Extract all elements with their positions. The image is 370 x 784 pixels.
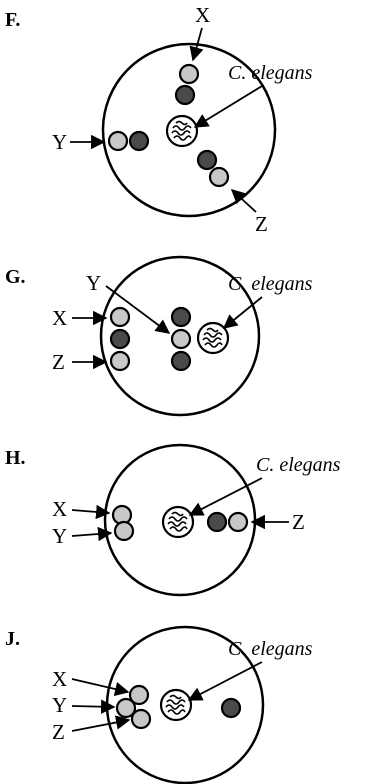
species-label: C. elegans	[256, 454, 341, 476]
c-elegans-spot	[159, 688, 193, 722]
panel-letter: H.	[5, 447, 26, 469]
dot-y-light	[113, 520, 135, 542]
arrow-z	[230, 189, 257, 213]
label-z: Z	[292, 510, 305, 534]
arrow-x	[189, 27, 204, 62]
label-x: X	[195, 3, 210, 27]
dot-z-light	[208, 166, 230, 188]
dot-z-light	[227, 511, 249, 533]
species-label: C. elegans	[228, 273, 313, 295]
dot-y-dark	[128, 130, 150, 152]
c-elegans-spot	[165, 114, 199, 148]
dot-dark	[109, 328, 131, 350]
label-y: Y	[52, 524, 67, 548]
dot-z-dark	[196, 149, 218, 171]
arrow-species	[222, 296, 263, 329]
panel-letter: G.	[5, 266, 26, 288]
dot-z-light	[109, 350, 131, 372]
arrow-z	[71, 715, 131, 732]
arrow-y	[71, 699, 116, 714]
label-z: Z	[255, 212, 268, 236]
species-label: C. elegans	[228, 638, 313, 660]
dot-x-light	[128, 684, 150, 706]
label-x: X	[52, 306, 67, 330]
arrow-y	[71, 526, 113, 542]
dot-z-dark	[206, 511, 228, 533]
label-x: X	[52, 497, 67, 521]
arrow-y	[105, 285, 171, 334]
c-elegans-spot	[196, 321, 230, 355]
label-z: Z	[52, 720, 65, 744]
c-elegans-spot	[161, 505, 195, 539]
dot-dark-top	[170, 306, 192, 328]
dot-y-light	[170, 328, 192, 350]
arrow-species	[193, 85, 263, 128]
species-label: C. elegans	[228, 62, 313, 84]
arrow-species	[187, 661, 263, 701]
dot-dark	[220, 697, 242, 719]
dot-dark-bottom	[170, 350, 192, 372]
panel-g: G. Y X Z C. elegans	[5, 255, 313, 417]
label-z: Z	[52, 350, 65, 374]
dot-y-light	[107, 130, 129, 152]
label-y: Y	[52, 693, 67, 717]
dot-x-dark	[174, 84, 196, 106]
panel-j: J. X Y Z C. elegans	[5, 625, 313, 784]
label-y: Y	[52, 130, 67, 154]
arrow-x	[71, 678, 130, 697]
dot-x-light	[178, 63, 200, 85]
panel-letter: F.	[5, 9, 20, 31]
arrow-x	[71, 504, 111, 520]
panel-letter: J.	[5, 628, 20, 650]
label-x: X	[52, 667, 67, 691]
arrow-species	[188, 477, 263, 516]
panel-h: H. X Y Z C. elegans	[5, 443, 341, 597]
panel-f: F. X Y Z C. elegans	[5, 3, 313, 236]
label-y: Y	[86, 271, 101, 295]
dot-x-light	[109, 306, 131, 328]
dot-z-light	[130, 708, 152, 730]
